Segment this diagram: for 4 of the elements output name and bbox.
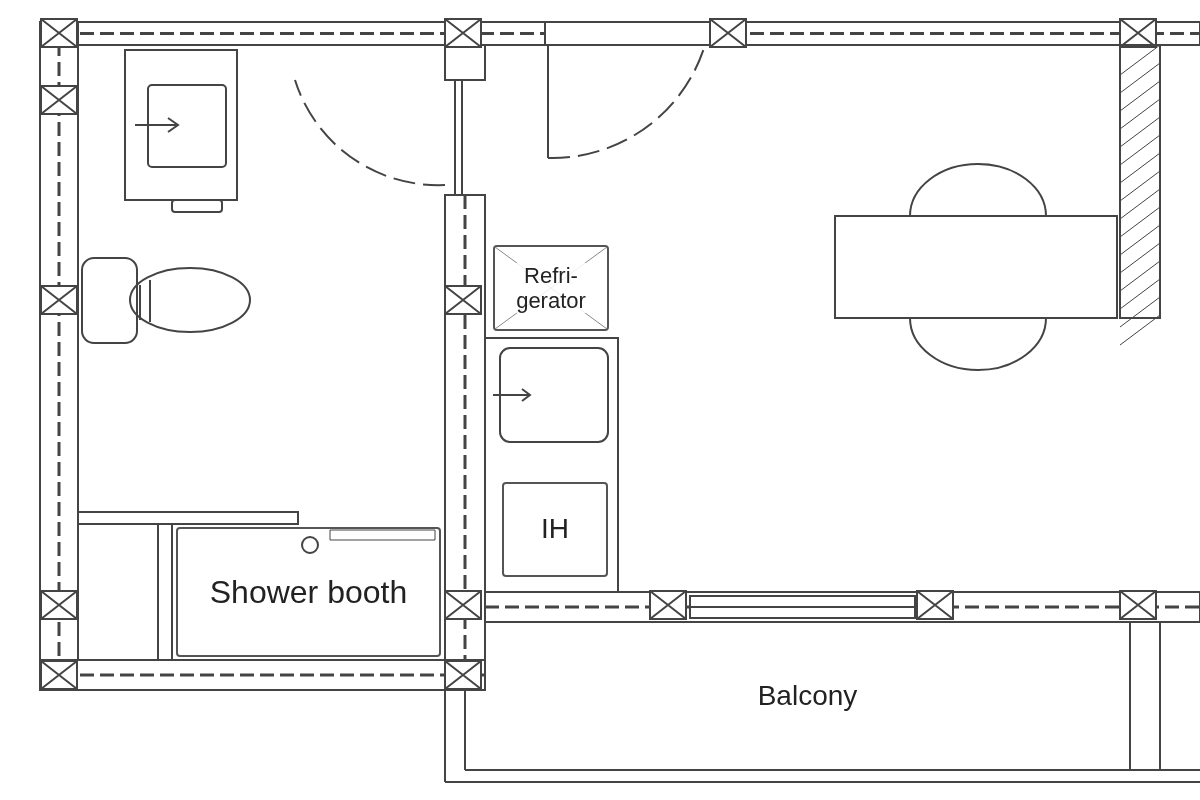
balcony-area: Balcony <box>485 622 1130 770</box>
cooktop-box: IH <box>502 482 608 577</box>
shower-booth-box: Shower booth <box>176 527 441 657</box>
refrigerator-box: Refri- gerator <box>493 245 609 331</box>
